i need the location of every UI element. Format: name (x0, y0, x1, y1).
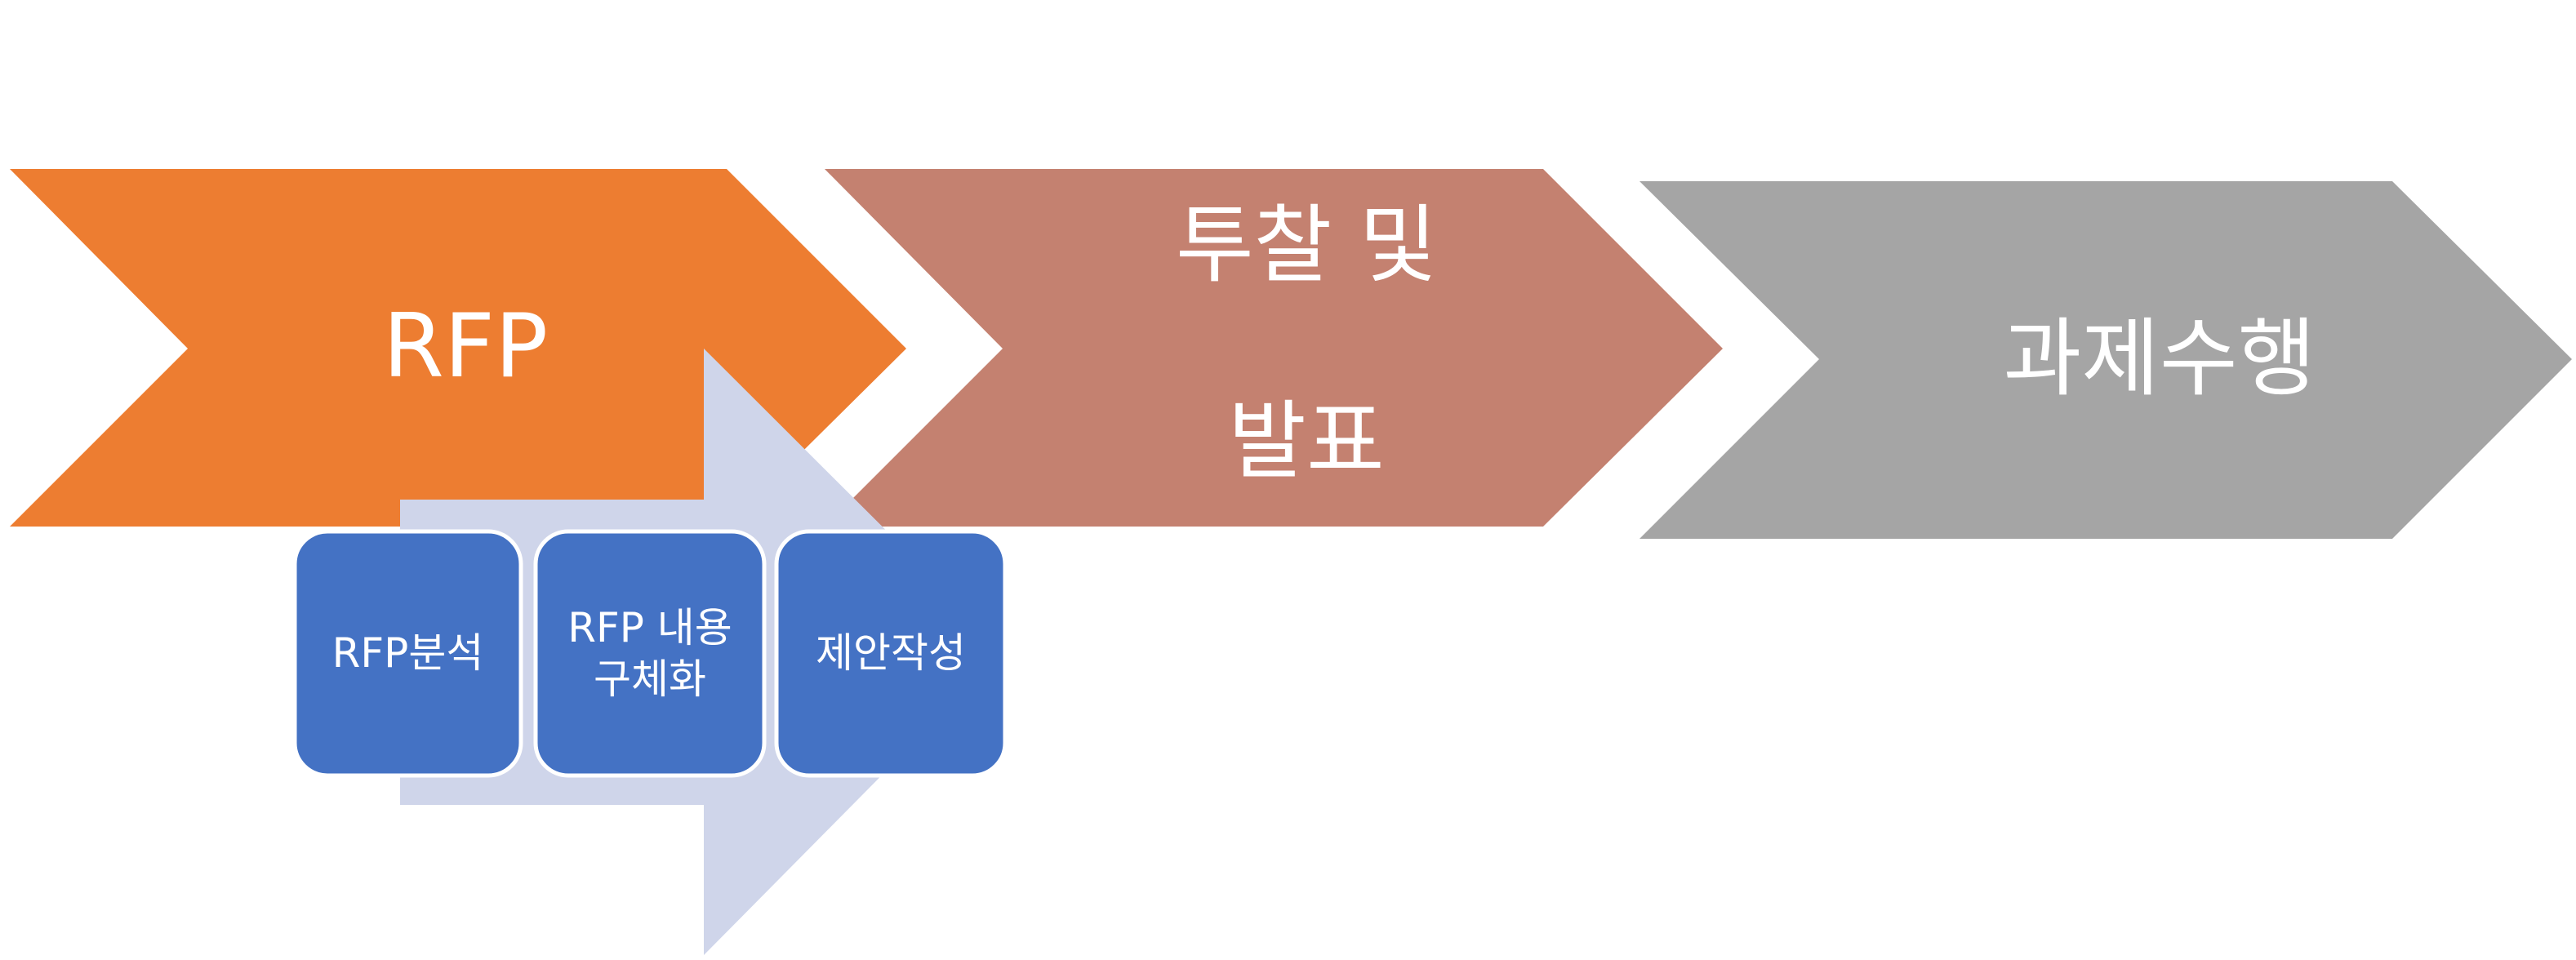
substep-specify-label: RFP 내용 구체화 (567, 604, 732, 703)
stage-execute-chevron (1639, 181, 2572, 539)
stage-bid-label: 투찰 및 발표 (1175, 195, 1438, 491)
substep-box-analysis (292, 529, 523, 778)
substep-proposal-label: 제안작성 (816, 629, 966, 678)
stage-rfp-label: RFP (382, 295, 549, 398)
stage-bid-chevron (825, 169, 1723, 527)
stage-execute-label: 과제수행 (2003, 309, 2316, 409)
substep-analysis-label: RFP분석 (331, 629, 484, 678)
stage-rfp-chevron (10, 169, 906, 527)
substep-box-proposal (774, 529, 1008, 778)
substep-box-specify (533, 529, 767, 778)
